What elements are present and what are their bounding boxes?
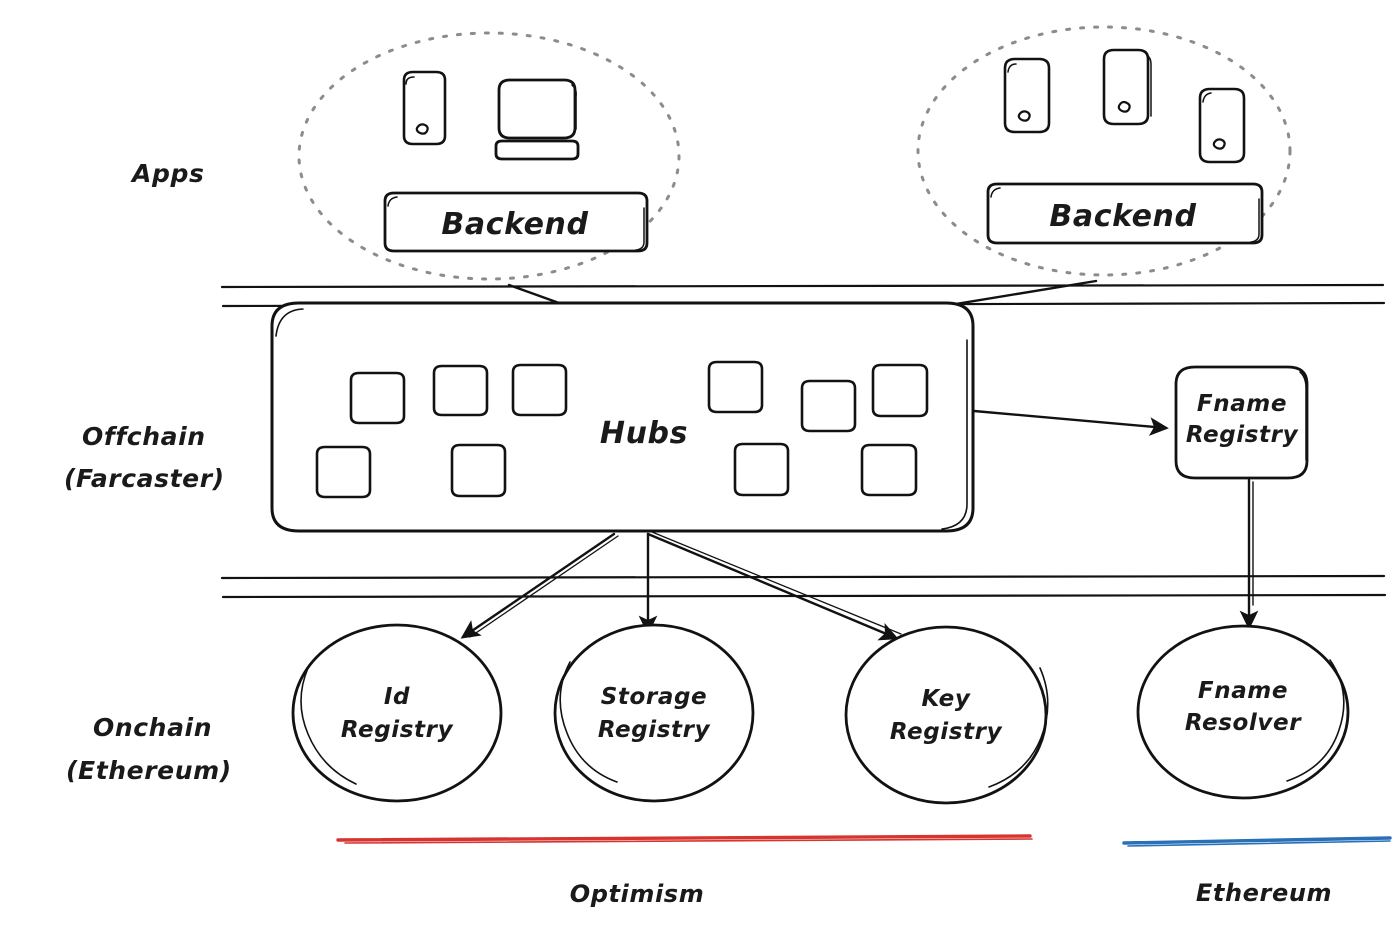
divider-offchain-onchain bbox=[220, 574, 1387, 599]
onchain-node-label-line1: Id bbox=[384, 684, 410, 710]
hub-node bbox=[432, 364, 489, 417]
arrow-hubs-to-id-registry-double bbox=[469, 535, 619, 638]
arrow-hubs-to-id-registry bbox=[460, 532, 616, 639]
app-cluster-right-boundary bbox=[916, 25, 1292, 277]
chain-label-optimism: Optimism bbox=[570, 880, 705, 908]
onchain-node-label-line1: Key bbox=[922, 686, 971, 712]
hub-node bbox=[733, 442, 790, 497]
lane-label-onchain: Onchain (Ethereum) bbox=[66, 713, 232, 785]
chain-underline-optimism bbox=[336, 834, 1033, 844]
onchain-node-storage-registry: Storage Registry bbox=[553, 623, 755, 803]
app-cluster-left: Backend bbox=[297, 31, 681, 281]
backend-box-left: Backend bbox=[383, 191, 649, 253]
hub-node bbox=[315, 445, 372, 499]
phone-device bbox=[1198, 87, 1246, 164]
phone-device bbox=[1003, 57, 1051, 134]
onchain-node-label-line2: Registry bbox=[598, 717, 711, 743]
lane-label-offchain: Offchain (Farcaster) bbox=[64, 422, 225, 493]
fname-registry-box: Fname Registry bbox=[1174, 365, 1309, 480]
laptop-device bbox=[494, 78, 580, 161]
arrow-hubs-to-key-registry-double bbox=[651, 531, 902, 635]
hubs-label: Hubs bbox=[600, 416, 688, 451]
onchain-node-fname-resolver: Fname Resolver bbox=[1136, 624, 1350, 800]
lane-label-onchain-line1: Onchain bbox=[93, 713, 212, 742]
hub-node bbox=[511, 363, 568, 417]
lane-label-offchain-line2: (Farcaster) bbox=[64, 464, 225, 493]
arrow-hubs-to-key-registry bbox=[646, 532, 899, 641]
hub-node bbox=[800, 379, 857, 433]
onchain-node-label-line1: Fname bbox=[1198, 678, 1288, 704]
lane-label-offchain-line1: Offchain bbox=[82, 422, 206, 451]
app-cluster-right: Backend bbox=[916, 25, 1292, 277]
app-cluster-left-boundary bbox=[297, 31, 681, 281]
hub-node bbox=[707, 360, 764, 414]
hub-node bbox=[450, 443, 507, 498]
fname-registry-label-line2: Registry bbox=[1186, 422, 1299, 448]
onchain-node-label-line1: Storage bbox=[601, 684, 708, 710]
hub-node bbox=[860, 443, 918, 497]
backend-label-left: Backend bbox=[441, 207, 588, 242]
onchain-node-id-registry: Id Registry bbox=[291, 623, 503, 803]
onchain-node-key-registry: Key Registry bbox=[844, 625, 1049, 805]
backend-label-right: Backend bbox=[1049, 199, 1196, 234]
lane-label-apps: Apps bbox=[130, 159, 204, 188]
chain-underline-ethereum bbox=[1122, 836, 1392, 847]
fname-registry-label-line1: Fname bbox=[1197, 391, 1287, 417]
backend-box-right: Backend bbox=[986, 182, 1264, 245]
onchain-node-label-line2: Registry bbox=[341, 717, 454, 743]
arrow-hubs-to-fname-registry bbox=[972, 409, 1169, 436]
hub-node bbox=[871, 363, 929, 418]
onchain-node-label-line2: Registry bbox=[890, 719, 1003, 745]
lane-label-apps-line1: Apps bbox=[130, 159, 204, 188]
hubs-container: Hubs bbox=[270, 301, 975, 533]
hub-node bbox=[349, 371, 406, 425]
chain-label-ethereum: Ethereum bbox=[1196, 879, 1332, 907]
phone-device bbox=[402, 70, 447, 146]
onchain-node-label-line2: Resolver bbox=[1185, 710, 1302, 736]
lane-label-onchain-line2: (Ethereum) bbox=[66, 756, 232, 785]
phone-device bbox=[1102, 48, 1152, 126]
